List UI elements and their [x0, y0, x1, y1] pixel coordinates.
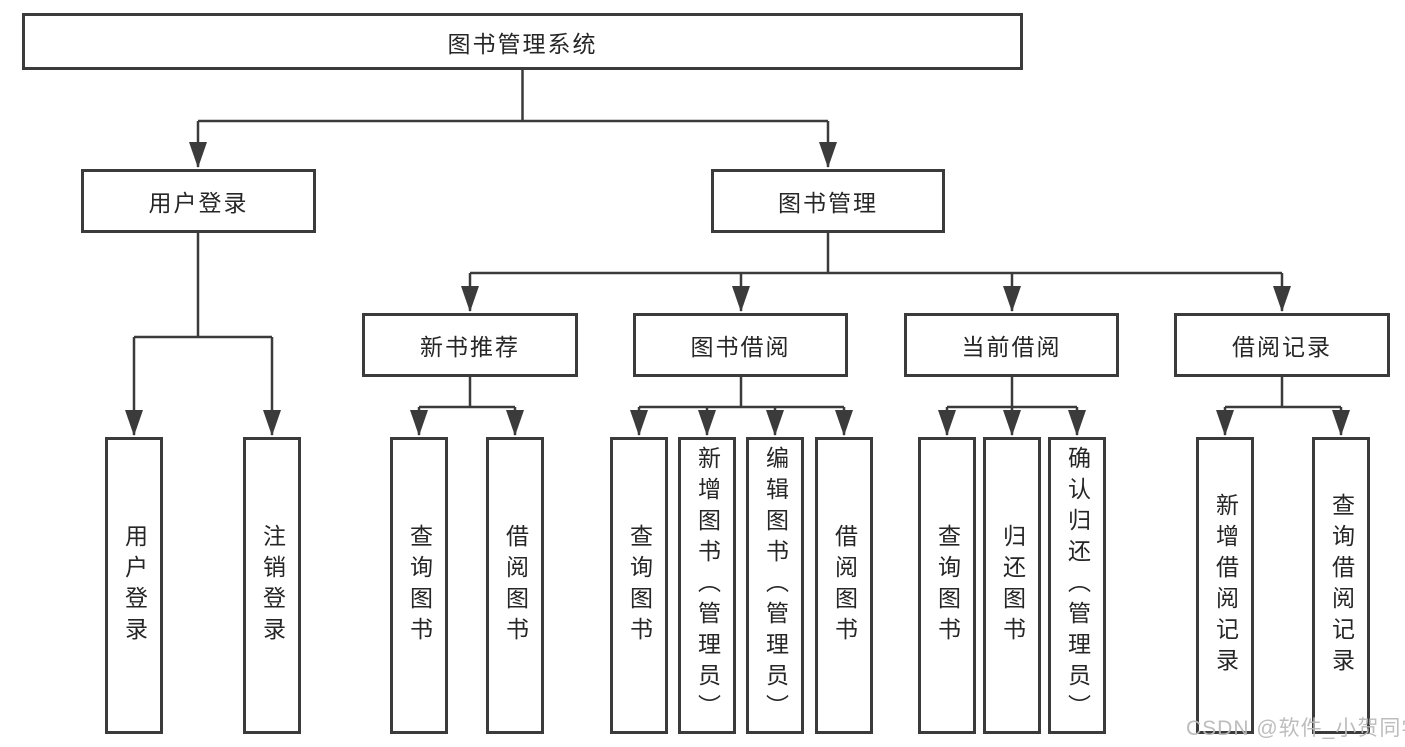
node-borrow-books-recommend: 借阅图书 — [486, 437, 544, 734]
node-add-books-admin: 新增图书（管理员） — [678, 437, 736, 734]
node-query-books-recommend-label: 查询图书 — [406, 523, 433, 648]
node-book-borrowing: 图书借阅 — [633, 313, 848, 377]
node-book-management: 图书管理 — [711, 169, 945, 233]
node-user-login-label: 用户登录 — [148, 190, 249, 216]
node-new-book-recommendation-label: 新书推荐 — [420, 334, 520, 360]
node-query-borrow-record: 查询借阅记录 — [1312, 437, 1370, 734]
node-query-books-borrowing: 查询图书 — [610, 437, 668, 734]
node-book-management-label: 图书管理 — [778, 190, 878, 216]
node-add-borrow-record-label: 新增借阅记录 — [1212, 492, 1239, 679]
node-borrow-books-borrowing-label: 借阅图书 — [831, 523, 858, 648]
node-borrowing-records: 借阅记录 — [1174, 313, 1390, 377]
node-query-books-recommend: 查询图书 — [390, 437, 448, 734]
node-new-book-recommendation: 新书推荐 — [362, 313, 578, 377]
node-add-books-admin-label: 新增图书（管理员） — [694, 446, 721, 725]
node-library-management-system: 图书管理系统 — [22, 13, 1023, 70]
node-logout-action: 注销登录 — [243, 437, 301, 734]
node-edit-books-admin-label: 编辑图书（管理员） — [762, 446, 789, 725]
node-book-borrowing-label: 图书借阅 — [690, 334, 791, 360]
node-query-borrow-record-label: 查询借阅记录 — [1328, 492, 1355, 679]
node-current-borrowing: 当前借阅 — [904, 313, 1119, 377]
node-query-books-current-label: 查询图书 — [934, 523, 961, 648]
node-return-books-label: 归还图书 — [999, 523, 1026, 648]
node-borrow-books-recommend-label: 借阅图书 — [502, 523, 529, 648]
node-query-books-borrowing-label: 查询图书 — [626, 523, 653, 648]
node-user-login-action: 用户登录 — [105, 437, 163, 734]
node-confirm-return-admin: 确认归还（管理员） — [1048, 437, 1106, 734]
node-query-books-current: 查询图书 — [918, 437, 976, 734]
node-user-login: 用户登录 — [81, 169, 316, 233]
csdn-watermark: CSDN @软件_小贺同学 — [1186, 717, 1405, 740]
node-return-books: 归还图书 — [983, 437, 1041, 734]
node-logout-action-label: 注销登录 — [259, 523, 286, 648]
node-confirm-return-admin-label: 确认归还（管理员） — [1064, 446, 1091, 725]
node-borrow-books-borrowing: 借阅图书 — [815, 437, 873, 734]
node-user-login-action-label: 用户登录 — [121, 523, 148, 648]
node-library-management-system-label: 图书管理系统 — [447, 30, 598, 57]
node-borrowing-records-label: 借阅记录 — [1232, 334, 1332, 360]
node-edit-books-admin: 编辑图书（管理员） — [746, 437, 804, 734]
node-add-borrow-record: 新增借阅记录 — [1196, 437, 1254, 734]
node-current-borrowing-label: 当前借阅 — [961, 334, 1062, 360]
